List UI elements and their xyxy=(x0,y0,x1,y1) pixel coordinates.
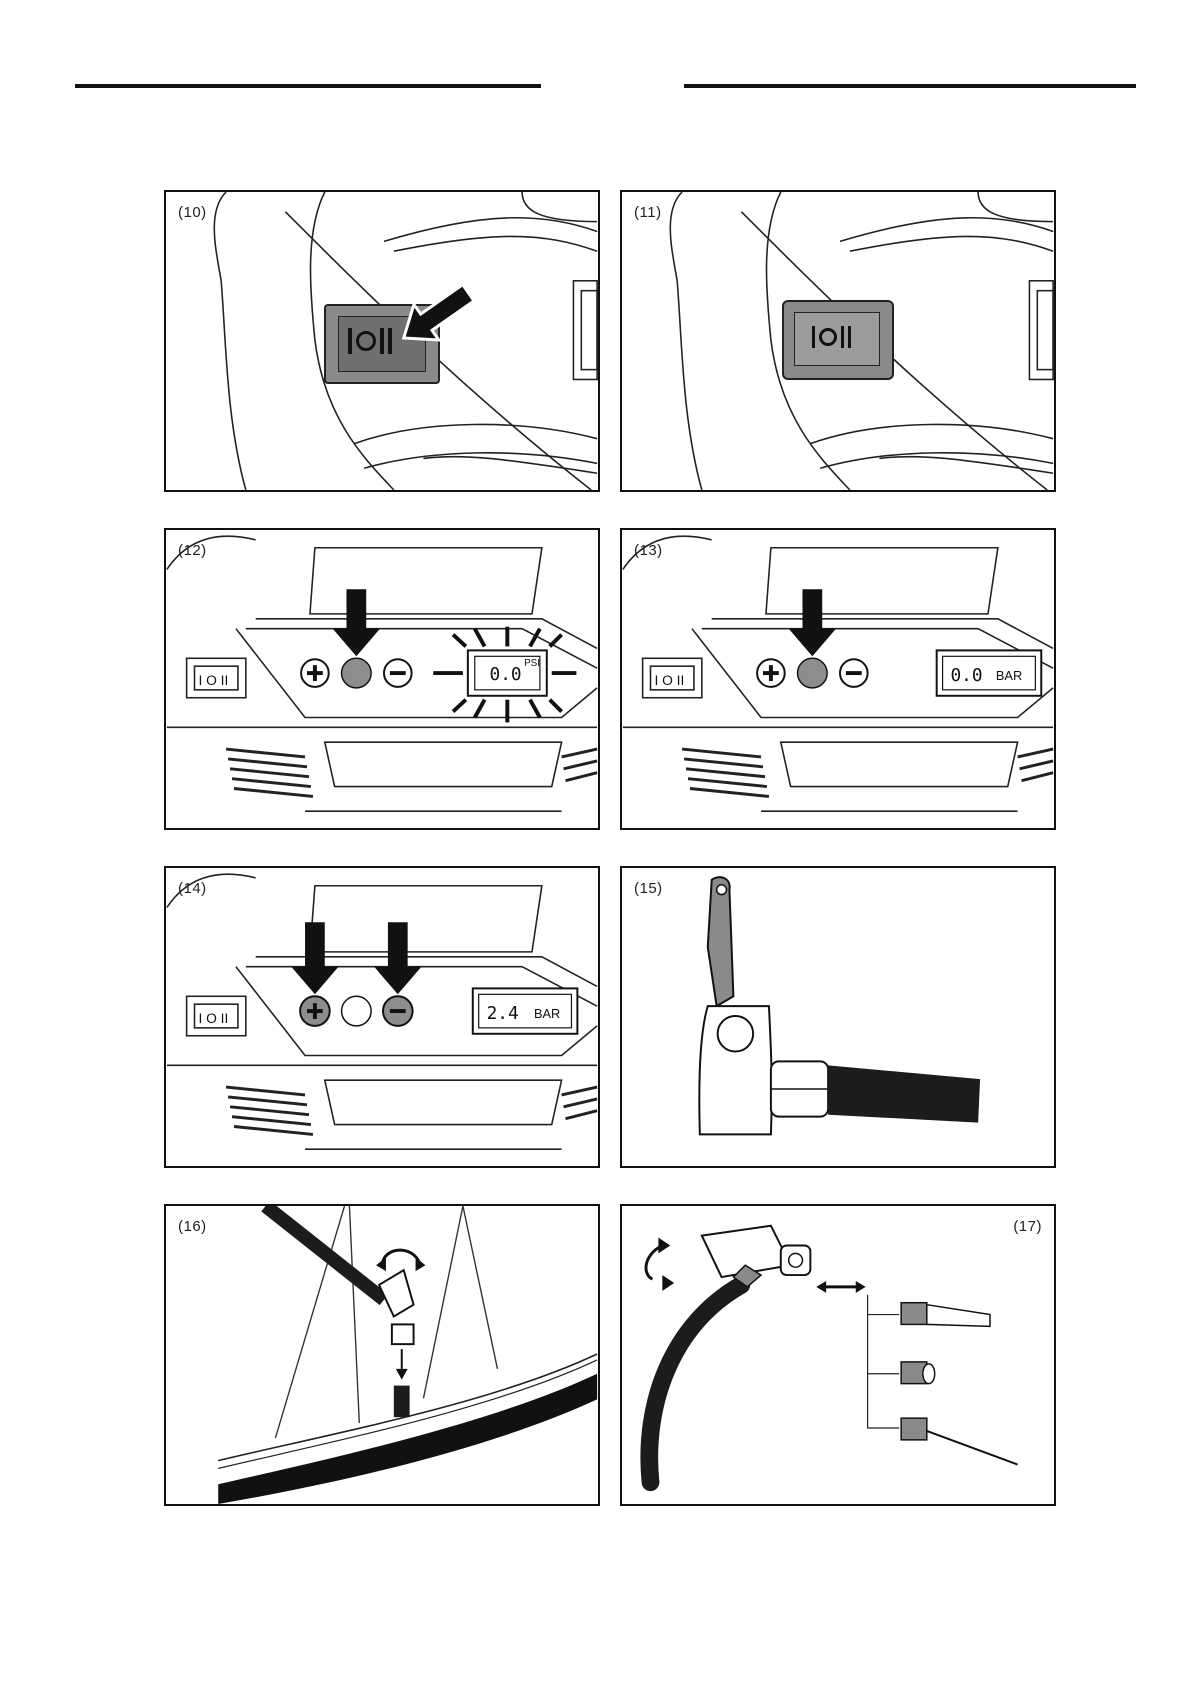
panel-number: (16) xyxy=(178,1218,207,1235)
switch-symbol-icon xyxy=(348,328,392,354)
panel-number: (13) xyxy=(634,542,663,559)
display-value: 0.0 xyxy=(490,665,522,685)
panel-number: (12) xyxy=(178,542,207,559)
figure-panel-17: (17) xyxy=(620,1204,1056,1506)
wheel-valve-illustration xyxy=(218,1206,598,1504)
svg-text:I O II: I O II xyxy=(654,672,684,688)
control-panel-illustration: I O II 0.0 BAR xyxy=(622,535,1054,813)
panel-number: (15) xyxy=(634,880,663,897)
display-value: 2.4 xyxy=(487,1004,519,1024)
switch-symbol-icon xyxy=(812,326,851,348)
figure-panel-13: I O II 0.0 BAR (13) xyxy=(620,528,1056,830)
display-value: 0.0 xyxy=(950,666,982,686)
figure-panel-10: (10) xyxy=(164,190,600,492)
figure-panel-16: (16) xyxy=(164,1204,600,1506)
figure-panel-11: (11) xyxy=(620,190,1056,492)
figure-panel-12: I O II 0.0 PSI (12) xyxy=(164,528,600,830)
svg-text:I O II: I O II xyxy=(198,672,228,688)
device-switch-illustration xyxy=(669,192,1054,490)
figure-panel-15: (15) xyxy=(620,866,1056,1168)
header-rule-left xyxy=(75,84,541,88)
valve-connector-illustration xyxy=(698,876,981,1136)
panel-number: (14) xyxy=(178,880,207,897)
figure-panel-14: I O II 2.4 BAR (14) xyxy=(164,866,600,1168)
svg-text:I O II: I O II xyxy=(198,1010,228,1026)
display-unit: BAR xyxy=(534,1006,560,1021)
panel-number: (17) xyxy=(1013,1218,1042,1235)
header-rule-right xyxy=(684,84,1136,88)
display-unit: BAR xyxy=(996,668,1022,683)
control-panel-illustration: I O II 0.0 PSI xyxy=(166,535,598,813)
rocker-switch xyxy=(782,300,894,380)
press-arrow-icon xyxy=(401,282,477,342)
adapter-set-illustration xyxy=(640,1224,1018,1492)
display-unit: PSI xyxy=(524,658,540,669)
panel-number: (10) xyxy=(178,204,207,221)
panel-number: (11) xyxy=(634,204,662,221)
control-panel-illustration: I O II 2.4 BAR xyxy=(166,873,598,1151)
